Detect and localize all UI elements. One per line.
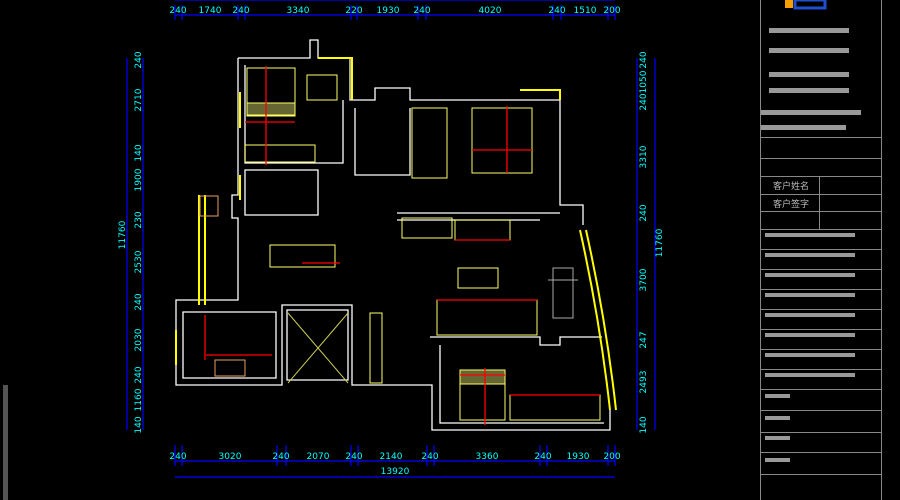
dimension-text: 220 — [345, 6, 362, 16]
dimension-text: 2030 — [134, 328, 144, 351]
dimension-text: 3310 — [639, 145, 649, 168]
dimension-text: 2493 — [639, 371, 649, 394]
dining-table — [269, 244, 336, 268]
dimension-text: 1930 — [567, 452, 590, 462]
dimension-text: 240 — [169, 6, 186, 16]
dimension-text: 240 — [639, 204, 649, 221]
dimension-text: 1510 — [574, 6, 597, 16]
windows — [175, 57, 617, 411]
dimension-text: 1930 — [377, 6, 400, 16]
dimension-text: 200 — [603, 6, 620, 16]
dimension-text: 240 — [548, 6, 565, 16]
dimension-text: 240 — [169, 452, 186, 462]
master-bed — [471, 107, 533, 174]
dimension-text: 247 — [639, 331, 649, 348]
dimension-text: 11760 — [655, 228, 665, 257]
dimension-lines — [126, 0, 656, 478]
closet — [411, 107, 448, 179]
sofa — [436, 299, 538, 336]
client-name-label: 客户姓名 — [773, 182, 810, 192]
dimension-text: 240 — [639, 51, 649, 68]
bed — [246, 67, 296, 117]
desk — [306, 74, 338, 101]
treadmill — [548, 267, 578, 319]
walls — [175, 39, 611, 431]
dimension-text: 3020 — [219, 452, 242, 462]
dimension-text: 240 — [272, 452, 289, 462]
wardrobe — [244, 144, 316, 163]
dimension-text: 3360 — [476, 452, 499, 462]
dimension-text: 240 — [232, 6, 249, 16]
dimension-text: 200 — [603, 452, 620, 462]
dimension-text: 2070 — [307, 452, 330, 462]
dimension-text: 140 — [639, 416, 649, 433]
dimension-text: 240 — [639, 93, 649, 110]
dimension-text: 2140 — [380, 452, 403, 462]
dimension-text: 1160 — [134, 388, 144, 411]
dimension-text: 3340 — [287, 6, 310, 16]
dimension-text: 11760 — [118, 220, 128, 249]
dimension-text: 1740 — [199, 6, 222, 16]
title-block: 客户姓名 客户签字 — [760, 0, 882, 500]
dimension-text: 4020 — [479, 6, 502, 16]
furniture — [199, 67, 601, 421]
dimension-text: 140 — [134, 144, 144, 161]
vertical-scrollbar[interactable] — [3, 385, 8, 500]
dimension-text: 230 — [134, 211, 144, 228]
dimension-text: 140 — [134, 416, 144, 433]
dimension-text: 240 — [134, 366, 144, 383]
bedroom-wardrobe — [509, 394, 601, 421]
dimension-text: 240 — [134, 293, 144, 310]
dimension-text: 240 — [413, 6, 430, 16]
dimension-text: 1050 — [639, 70, 649, 93]
dimension-text: 240 — [421, 452, 438, 462]
dimension-text: 240 — [345, 452, 362, 462]
elevator-shaft — [287, 312, 349, 384]
logo-icon — [785, 0, 793, 8]
client-sign-label: 客户签字 — [773, 200, 810, 210]
dimension-text: 240 — [534, 452, 551, 462]
dimension-text: 13920 — [381, 467, 410, 477]
dimension-text: 240 — [134, 51, 144, 68]
dimension-text: 3700 — [639, 268, 649, 291]
dimension-text: 2710 — [134, 88, 144, 111]
annotation-lines — [204, 66, 600, 425]
dimension-text: 1900 — [134, 168, 144, 191]
dimension-text: 2530 — [134, 250, 144, 273]
tv — [457, 267, 499, 289]
